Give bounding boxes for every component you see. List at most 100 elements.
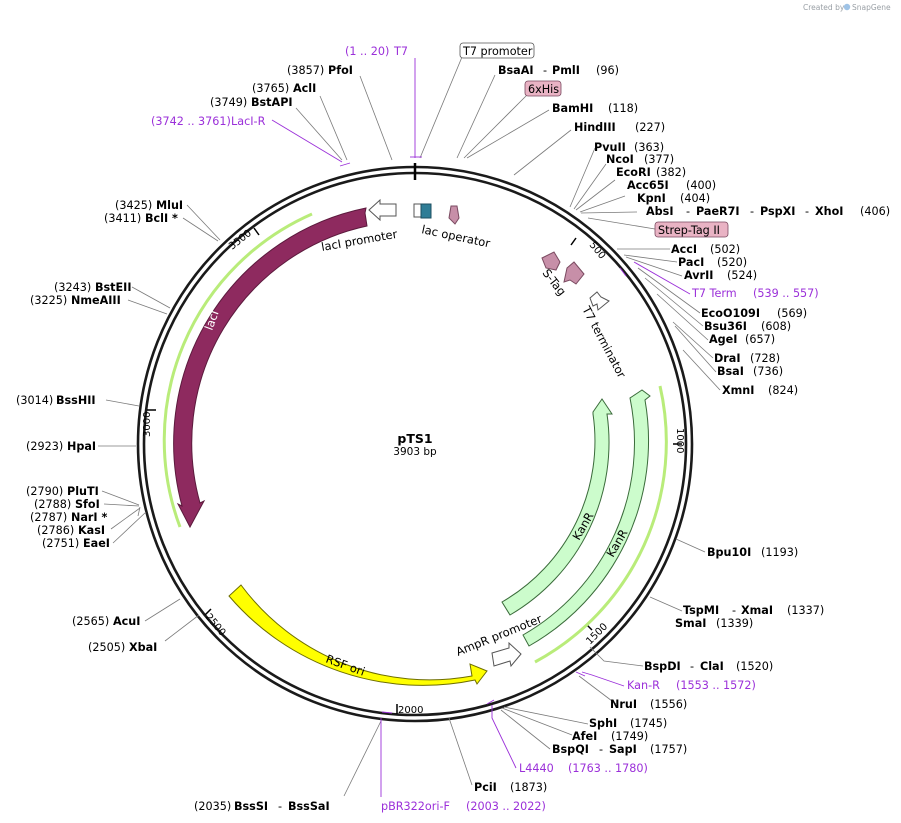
bsu36I-pos: (608) (761, 320, 791, 333)
lac-operator-feature[interactable] (420, 203, 432, 219)
claI-name: ClaI (700, 660, 724, 673)
tick-2500 (204, 608, 212, 616)
lacI-highlight (162, 212, 313, 528)
acc65I-pos: (400) (686, 179, 716, 192)
plasmid-length: 3903 bp (393, 446, 437, 458)
pacI-name: PacI (678, 256, 704, 269)
bsaAI-pos: (96) (596, 64, 619, 77)
bspDI-dash: - (690, 660, 694, 673)
leader-xmnI (682, 349, 721, 391)
bspQI-dash: - (599, 743, 603, 756)
leader-nruI (578, 675, 617, 705)
ampR-promoter-arrow[interactable] (491, 641, 522, 668)
primer-lacI-R-name: LacI-R (231, 115, 266, 128)
primer-lacI-R-line (271, 119, 343, 163)
kanR-outer-feature[interactable] (522, 389, 651, 647)
t7-promoter-small-box[interactable] (413, 203, 422, 218)
paeR7I-name: PaeR7I (696, 205, 740, 218)
plasmid-backbone (136, 163, 694, 723)
leader-hindIII (513, 129, 572, 176)
primer-t7-term-line (633, 261, 691, 295)
bstEII-name: BstEII (95, 281, 132, 294)
leader-bssSI (343, 720, 382, 797)
hindIII-name: HindIII (574, 121, 616, 134)
smaI-name: SmaI (675, 617, 706, 630)
t7-terminator-arrow[interactable] (589, 291, 610, 311)
his6-box (524, 80, 562, 97)
leader-draI (672, 321, 714, 359)
bspQI-pos: (1757) (650, 743, 687, 756)
bstEII-pos: (3243) (54, 281, 91, 294)
leader-acuI (144, 598, 181, 622)
ecoO109I-name: EcoO109I (701, 307, 760, 320)
smaI-pos: (1339) (716, 617, 753, 630)
primer-t7-term-range: (539 .. 557) (753, 287, 819, 300)
leader-bpu10I (675, 538, 706, 553)
nmeAIII-pos: (3225) (30, 294, 67, 307)
strep-tag-feature[interactable] (541, 251, 561, 271)
leader-bsaAI (456, 74, 496, 159)
rsf-ori-feature[interactable] (228, 584, 488, 686)
strep-tag-label: Strep-Tag II (658, 224, 720, 237)
pciI-pos: (1873) (510, 781, 547, 794)
ncoI-name: NcoI (606, 153, 634, 166)
primer-l4440-mark (486, 699, 495, 705)
hpaI-name: HpaI (67, 440, 96, 453)
s-tag-feature[interactable] (563, 261, 585, 285)
sfoI-name: SfoI (75, 498, 100, 511)
xbaI-name: XbaI (129, 641, 157, 654)
leader-pacI (623, 254, 678, 263)
accI-pos: (502) (710, 243, 740, 256)
kanR-inner-feature[interactable] (501, 398, 613, 616)
primer-kan-R-range: (1553 .. 1572) (676, 679, 756, 692)
leader-nmeAIII (127, 299, 168, 315)
bstAPI-name: BstAPI (251, 96, 293, 109)
absI-dash-1: - (686, 205, 690, 218)
leader-bsaI (674, 325, 717, 373)
sapI-name: SapI (609, 743, 637, 756)
bpu10I-name: Bpu10I (707, 546, 751, 559)
leader-pciI (448, 717, 473, 786)
bssSI-name: BssSI (234, 800, 268, 813)
his-tag-feature[interactable] (448, 205, 460, 225)
bstAPI-pos: (3749) (210, 96, 247, 109)
primer-kan-R-name: Kan-R (627, 679, 660, 692)
bssSaI-name: BssSaI (288, 800, 330, 813)
leader-sphI (503, 706, 589, 725)
pfoI-pos: (3857) (287, 64, 324, 77)
tick-label-3000: 3000 (142, 412, 153, 437)
primer-pBR322ori-F-range: (2003 .. 2022) (466, 800, 546, 813)
bspDI-name: BspDI (644, 660, 681, 673)
lacI-feature[interactable] (173, 207, 368, 529)
tick-label-2000: 2000 (398, 705, 423, 716)
leader-ncoI (573, 163, 607, 210)
leader-bstAPI (295, 107, 343, 161)
ageI-pos: (657) (745, 333, 775, 346)
sfoI-pos: (2788) (34, 498, 71, 511)
bamHI-name: BamHI (552, 102, 593, 115)
eaeI-name: EaeI (83, 537, 110, 550)
lacI-promoter-arrow[interactable] (368, 198, 397, 222)
avrII-name: AvrII (684, 269, 713, 282)
bsaAI-name: BsaAI (498, 64, 534, 77)
bspDI-pos: (1520) (736, 660, 773, 673)
pvuII-name: PvuII (594, 141, 626, 154)
bssSI-dash: - (278, 800, 282, 813)
lacI-label: lacI (202, 308, 222, 332)
mluI-pos: (3425) (115, 199, 152, 212)
nmeAIII-name: NmeAIII (71, 294, 121, 307)
leader-bamHI (466, 109, 550, 159)
aclI-pos: (3765) (252, 82, 289, 95)
lac-operator-label: lac operator (420, 222, 491, 250)
rsf-ori-label: RSF ori (324, 652, 367, 679)
ecoRI-name: EcoRI (616, 166, 651, 179)
leader-bsu36I (644, 277, 704, 327)
kasI-name: KasI (78, 524, 105, 537)
bssHII-pos: (3014) (16, 394, 53, 407)
bssSI-pos: (2035) (194, 800, 231, 813)
leader-kasI (110, 507, 141, 530)
bssHII-name: BssHII (56, 394, 96, 407)
kpnI-name: KpnI (637, 192, 666, 205)
afeI-name: AfeI (572, 730, 597, 743)
leader-bclI (182, 217, 219, 242)
